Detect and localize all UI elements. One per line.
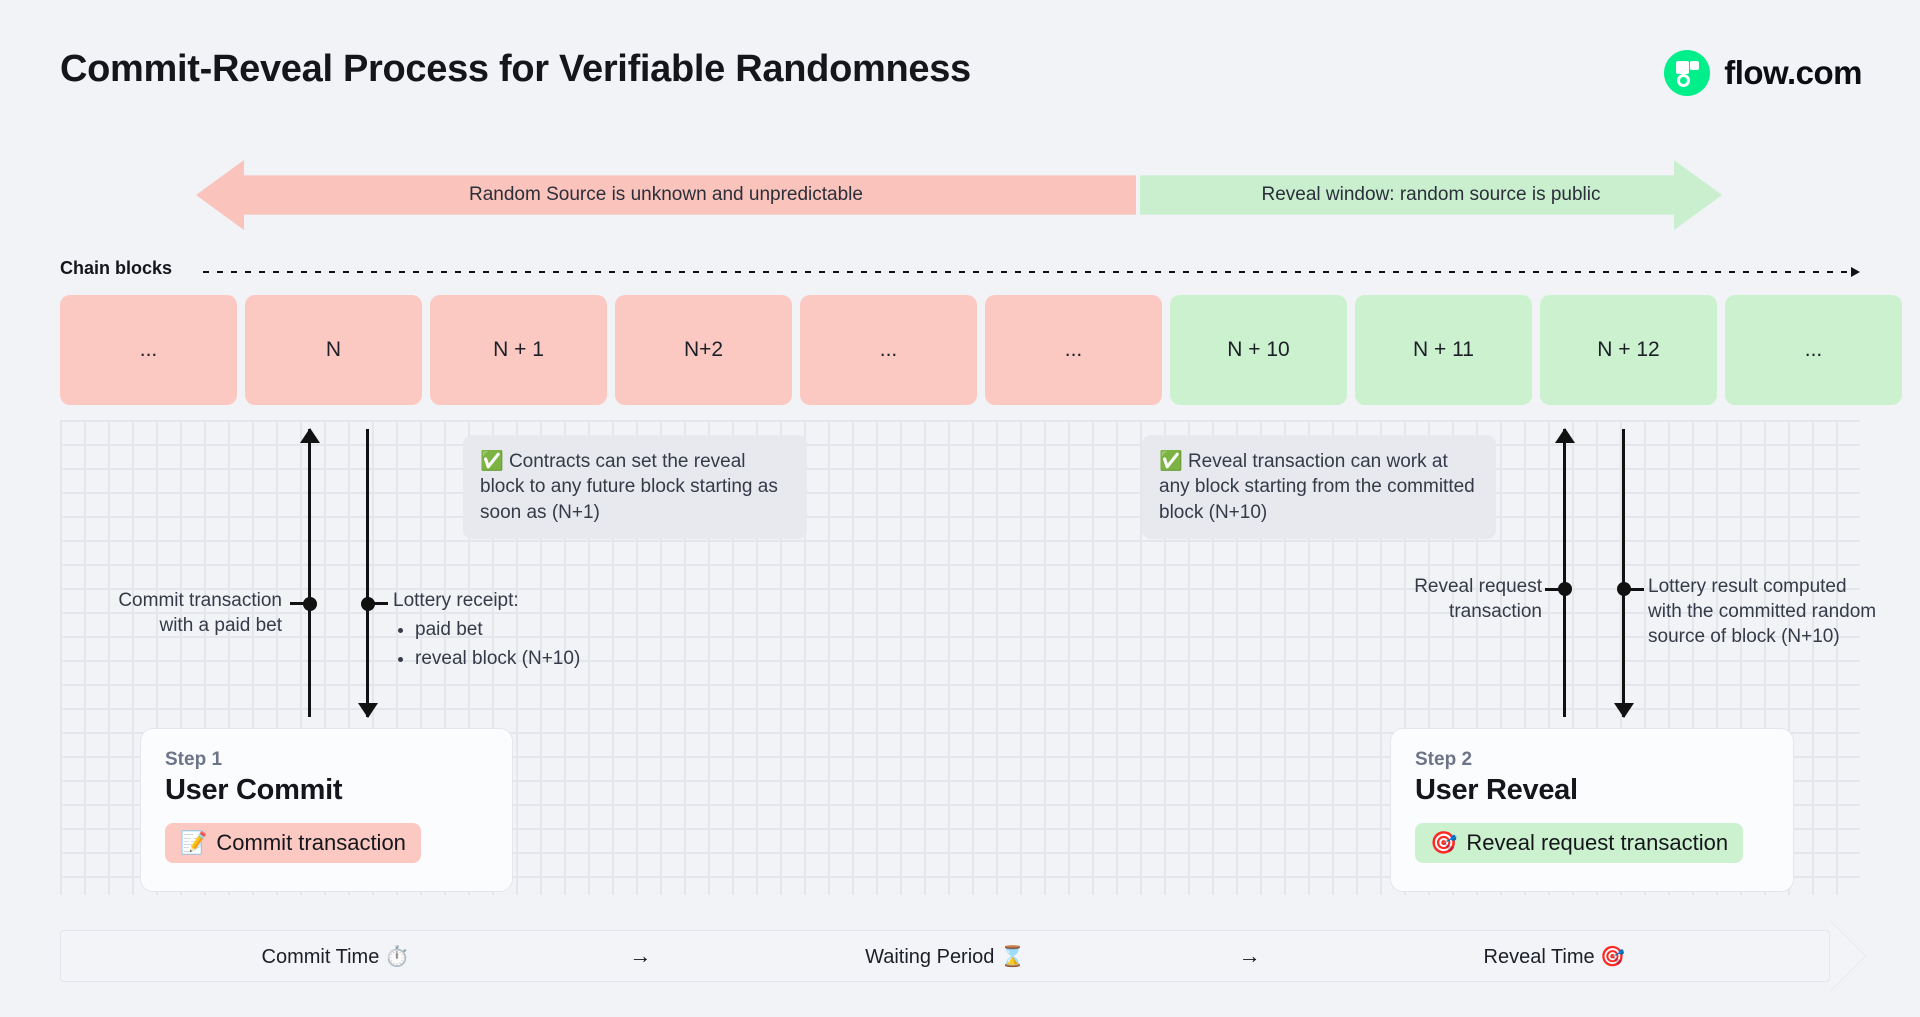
caption-reveal-request: Reveal request transaction <box>1330 574 1542 624</box>
banner-unpredictable-label: Random Source is unknown and unpredictab… <box>469 184 863 205</box>
commit-connector-stub <box>290 602 312 605</box>
block-label: N + 12 <box>1597 338 1660 361</box>
brand-logo-group: flow.com <box>1664 50 1862 96</box>
phase-banner-row: Random Source is unknown and unpredictab… <box>196 160 1722 230</box>
chip-label: Commit transaction <box>216 830 406 855</box>
brand-name: flow.com <box>1724 54 1862 91</box>
memo-pencil-icon: 📝 <box>180 830 208 855</box>
timeline-separator-1: → <box>629 943 652 968</box>
card-title: User Commit <box>165 774 343 806</box>
block-label: ... <box>139 338 158 361</box>
block-item[interactable]: ... <box>1725 295 1902 405</box>
caption-text: Lottery result computed with the committ… <box>1648 576 1877 648</box>
arrow-up-icon <box>1554 428 1575 443</box>
timeline-label: Waiting Period <box>865 945 995 968</box>
receipt-connector-stub <box>366 602 388 605</box>
note-reveal-transaction-window: ✅ Reveal transaction can work at any blo… <box>1142 435 1496 539</box>
timeline-end-arrow-icon <box>1829 920 1865 992</box>
caption-lottery-receipt: Lottery receipt: paid bet reveal block (… <box>393 588 693 671</box>
hourglass-icon: ⌛ <box>999 945 1025 968</box>
card-step-label: Step 1 <box>165 749 223 770</box>
card-title: User Reveal <box>1415 774 1578 806</box>
caption-line: with a paid bet <box>159 615 282 637</box>
chip-label: Reveal request transaction <box>1466 830 1729 855</box>
note-text: Contracts can set the reveal block to an… <box>480 451 778 523</box>
block-item[interactable]: N <box>245 295 422 405</box>
card-step-2-user-reveal[interactable]: Step 2 User Reveal 🎯 Reveal request tran… <box>1390 728 1794 892</box>
dart-target-icon: 🎯 <box>1600 945 1626 968</box>
chain-blocks-label: Chain blocks <box>60 258 173 278</box>
list-item: reveal block (N+10) <box>415 646 693 671</box>
note-contracts-reveal-block: ✅ Contracts can set the reveal block to … <box>463 435 807 539</box>
block-label: N <box>325 338 342 361</box>
block-label: N+2 <box>683 338 724 361</box>
caption-line: Commit transaction <box>118 590 282 611</box>
caption-lottery-result: Lottery result computed with the committ… <box>1648 574 1880 649</box>
caption-bullet-list: paid bet reveal block (N+10) <box>393 617 693 671</box>
lottery-result-connector-stub <box>1622 588 1644 591</box>
receipt-connector-line-down <box>357 429 378 718</box>
block-item[interactable]: ... <box>60 295 237 405</box>
block-item[interactable]: N + 10 <box>1170 295 1347 405</box>
arrow-down-icon <box>1613 703 1634 718</box>
timeline-label: Commit Time <box>261 945 380 968</box>
block-item[interactable]: N + 12 <box>1540 295 1717 405</box>
card-step-1-user-commit[interactable]: Step 1 User Commit 📝 Commit transaction <box>140 728 513 892</box>
caption-line: Reveal request <box>1414 576 1542 597</box>
block-label: ... <box>879 338 898 361</box>
block-item[interactable]: N + 11 <box>1355 295 1532 405</box>
arrow-up-icon <box>299 428 320 443</box>
check-mark-icon: ✅ <box>1159 451 1183 472</box>
block-item[interactable]: N + 1 <box>430 295 607 405</box>
reveal-request-connector-line-up <box>1554 428 1575 717</box>
block-label: ... <box>1804 338 1823 361</box>
chain-axis-dotted-line <box>203 267 1860 277</box>
stopwatch-icon: ⏱️ <box>384 945 410 968</box>
timeline-separator-2: → <box>1238 943 1261 968</box>
block-label: ... <box>1064 338 1083 361</box>
block-item[interactable]: ... <box>800 295 977 405</box>
block-item[interactable]: ... <box>985 295 1162 405</box>
block-label: N + 1 <box>493 338 544 361</box>
list-item: paid bet <box>415 617 693 642</box>
timeline-segment-waiting-period: Waiting Period ⌛ <box>670 944 1219 969</box>
dart-target-icon: 🎯 <box>1430 830 1458 855</box>
banner-reveal-window-label: Reveal window: random source is public <box>1261 184 1601 205</box>
reveal-request-connector-stub <box>1545 588 1567 591</box>
card-step-label: Step 2 <box>1415 749 1473 770</box>
block-label: N + 10 <box>1227 338 1290 361</box>
caption-line: transaction <box>1449 601 1542 623</box>
chip-commit-transaction[interactable]: 📝 Commit transaction <box>165 823 421 863</box>
page-title: Commit-Reveal Process for Verifiable Ran… <box>60 48 971 90</box>
note-text: Reveal transaction can work at any block… <box>1159 451 1475 523</box>
chip-reveal-request-transaction[interactable]: 🎯 Reveal request transaction <box>1415 823 1744 863</box>
timeline-label: Reveal Time <box>1483 945 1595 968</box>
caption-title: Lottery receipt: <box>393 590 519 611</box>
bottom-timeline-bar: Commit Time ⏱️ → Waiting Period ⌛ → Reve… <box>60 930 1830 982</box>
flow-logo-icon <box>1664 50 1711 96</box>
banner-unpredictable: Random Source is unknown and unpredictab… <box>196 160 1136 230</box>
lottery-result-connector-line-down <box>1613 429 1634 718</box>
caption-commit-transaction: Commit transaction with a paid bet <box>60 588 282 638</box>
arrow-down-icon <box>357 703 378 718</box>
banner-reveal-window: Reveal window: random source is public <box>1140 160 1722 230</box>
block-label: N + 11 <box>1413 338 1474 361</box>
check-mark-icon: ✅ <box>480 451 504 472</box>
chain-blocks-row: ... N N + 1 N+2 ... ... N + 10 N + 11 N … <box>60 295 1902 405</box>
timeline-segment-reveal-time: Reveal Time 🎯 <box>1280 944 1829 969</box>
timeline-segment-commit-time: Commit Time ⏱️ <box>61 944 610 969</box>
commit-connector-line-up <box>299 428 320 717</box>
block-item[interactable]: N+2 <box>615 295 792 405</box>
